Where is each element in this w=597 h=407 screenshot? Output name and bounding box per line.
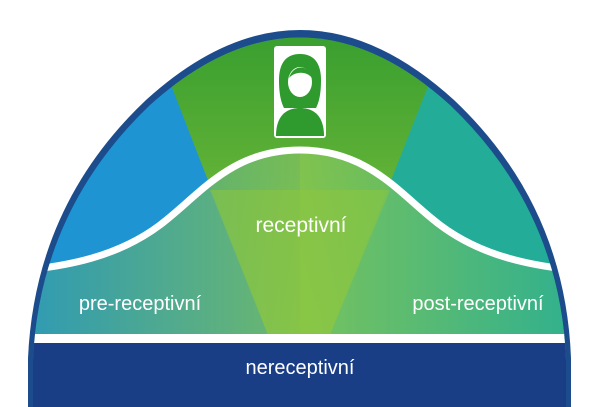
woman-avatar-icon bbox=[274, 46, 326, 138]
bell-curve bbox=[33, 146, 566, 276]
divider-line bbox=[33, 334, 566, 343]
non-receptive-label: nereceptivní bbox=[246, 357, 355, 379]
receptive-lower-wedge bbox=[210, 190, 390, 335]
receptive-label: receptivní bbox=[255, 214, 346, 237]
post-receptive-label: post-receptivní bbox=[412, 293, 544, 315]
pre-receptive-label: pre-receptivní bbox=[79, 293, 202, 315]
non-receptive-band bbox=[33, 343, 566, 407]
